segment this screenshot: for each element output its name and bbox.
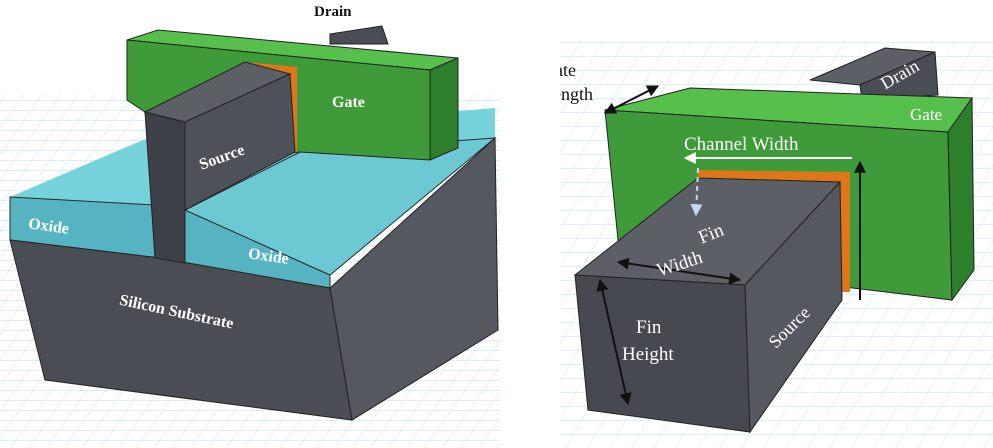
left-diagram-svg: Drain Gate Source Oxide Oxide Silicon Su… xyxy=(0,4,500,448)
source-fin-side xyxy=(744,180,843,434)
oxide-left-label: Oxide xyxy=(27,215,70,238)
right-diagram-svg: Gate Length Drain Gate Channel Width Fin… xyxy=(560,40,993,448)
drain-fin xyxy=(329,25,389,45)
channel-width-label: Channel Width xyxy=(684,134,799,155)
gate-length-label-line1: Gate xyxy=(560,60,576,80)
fin-width-dashed-arrow xyxy=(690,167,703,217)
fin-width-arrow xyxy=(616,257,742,285)
gate-length-label-line2: Length xyxy=(560,84,593,104)
gate-label: Gate xyxy=(332,94,365,111)
gate-side xyxy=(947,96,975,302)
gate-length-arrow xyxy=(603,85,660,114)
finfet-cross-section-diagram: Drain Gate Source Oxide Oxide Silicon Su… xyxy=(0,4,500,448)
substrate-side-right xyxy=(329,136,499,421)
source-fin-side xyxy=(184,73,296,211)
source-fin-front xyxy=(144,111,186,264)
oxide-right-label: Oxide xyxy=(247,245,290,268)
gate-label: Gate xyxy=(910,105,942,124)
fin-height-label-line2: Height xyxy=(622,344,674,365)
fin-height-arrow xyxy=(596,278,632,406)
gate-side xyxy=(429,57,459,161)
finfet-dimension-diagram: Gate Length Drain Gate Channel Width Fin… xyxy=(560,0,993,448)
drain-label: Drain xyxy=(314,4,352,20)
fin-height-label-line1: Fin xyxy=(636,317,662,338)
